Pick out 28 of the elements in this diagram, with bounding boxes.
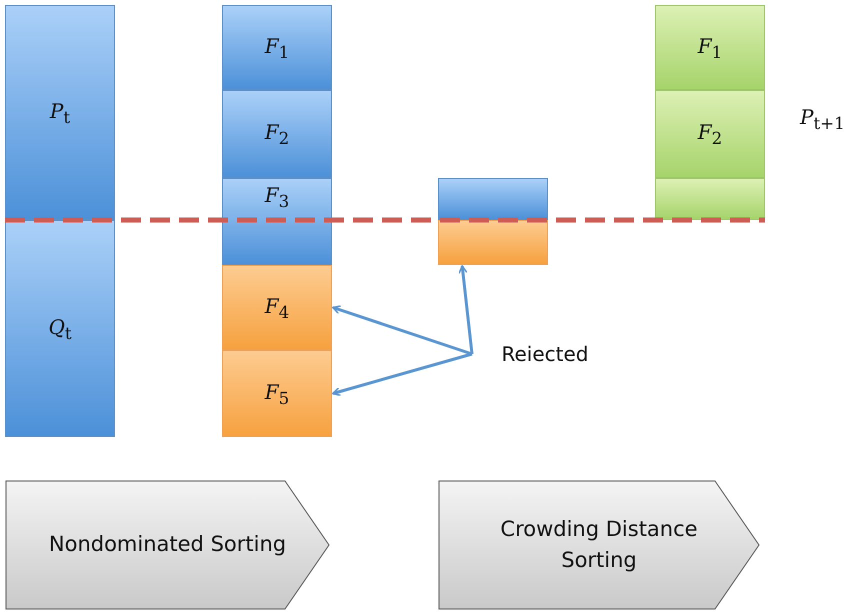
process-label: Crowding Distance Sorting [499,516,699,574]
arrow [332,352,472,396]
front-label: F$_{1}$ [264,34,290,62]
front-block [222,350,332,437]
front-label: F$_{2}$ [698,120,722,148]
population-bar [5,5,115,220]
front-label: F$_{3}$ [264,183,290,211]
front-block [655,90,765,178]
rejected-label: Reiected [470,336,620,372]
population-bar [5,220,115,437]
front-label: F$_{1}$ [698,34,722,62]
rejected-part-block [438,220,548,265]
partial-front-block [655,178,765,220]
population-label: P$_{t+1}$ [800,105,845,133]
front-label: F$_{5}$ [264,380,290,408]
front-label: P$_{t}$ [50,98,70,126]
front-block [222,90,332,178]
front-label: Q$_{t}$ [48,314,72,342]
front-label: F$_{2}$ [264,120,290,148]
front-block [222,5,332,90]
front-label: F$_{4}$ [264,294,290,322]
partial-front-block [438,178,548,220]
arrow [458,265,474,354]
front-block [222,265,332,350]
front-block [655,5,765,90]
front-block [222,178,332,265]
process-label: Nondominated Sorting [48,531,288,558]
arrow [332,305,472,356]
